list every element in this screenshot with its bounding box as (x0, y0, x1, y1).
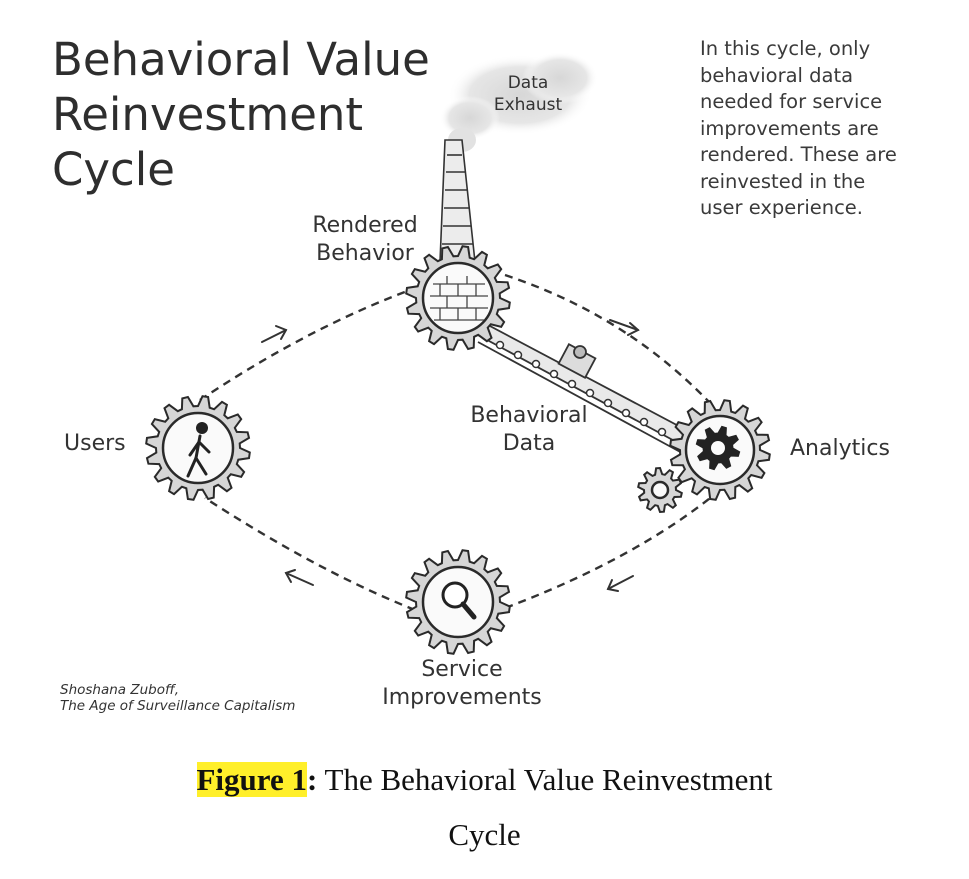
node-label-line: Improvements (382, 685, 542, 710)
cycle-note: In this cycle, only behavioral data need… (700, 36, 940, 222)
users-label: Users (64, 430, 126, 458)
diagram-title: Behavioral Value Reinvestment Cycle (52, 32, 452, 197)
cycle-paths (199, 273, 721, 612)
note-line: reinvested in the (700, 169, 866, 193)
arrow-to-analytics (609, 319, 640, 336)
note-line: rendered. These are (700, 143, 897, 166)
arrow-to-service (606, 575, 634, 592)
conveyor-label-line: Behavioral (470, 403, 588, 428)
credit-line: Shoshana Zuboff, (60, 682, 180, 698)
data-cart-icon (557, 343, 597, 379)
cycle-arrows (261, 319, 640, 592)
service-improvements-label: Service Improvements (372, 656, 552, 712)
node-label-line: Service (421, 657, 503, 682)
arrow-to-users (284, 569, 314, 586)
note-line: improvements are (700, 116, 879, 140)
note-line: user experience. (700, 196, 864, 219)
note-line: In this cycle, only (700, 37, 871, 60)
title-line: Cycle (52, 143, 175, 196)
walking-person-icon (186, 422, 211, 478)
behavioral-data-label: Behavioral Data (464, 402, 594, 458)
figure-label: Figure 1 (196, 762, 307, 797)
rendered-behavior-gear (405, 245, 511, 351)
rendered-behavior-label: Rendered Behavior (300, 212, 430, 268)
source-credit: Shoshana Zuboff, The Age of Surveillance… (60, 682, 295, 714)
data-exhaust-label: Data Exhaust (488, 72, 568, 116)
node-label-line: Analytics (790, 436, 890, 461)
inner-cog-icon (695, 425, 741, 471)
smoke-label-line: Data (507, 73, 549, 93)
node-label-line: Behavior (316, 241, 414, 266)
figure-label-separator: : (307, 762, 318, 797)
conveyor-label-line: Data (502, 431, 556, 456)
magnifier-icon (441, 581, 477, 620)
small-analytics-gear (637, 466, 683, 514)
analytics-label: Analytics (790, 435, 890, 463)
node-label-line: Rendered (312, 213, 418, 238)
note-line: behavioral data (700, 63, 854, 87)
note-line: needed for service (700, 90, 883, 113)
title-line: Behavioral Value (52, 33, 430, 86)
caption-text: The Behavioral Value Reinvestment (324, 762, 773, 797)
arrow-to-rendered (261, 325, 288, 343)
smoke-label-line: Exhaust (493, 95, 563, 115)
figure-caption: Figure 1: The Behavioral Value Reinvestm… (0, 752, 969, 862)
credit-line: The Age of Surveillance Capitalism (60, 698, 296, 714)
cycle-diagram (145, 52, 771, 655)
title-line: Reinvestment (52, 88, 364, 141)
caption-line-2: Cycle (448, 817, 521, 852)
caption-line-1: Figure 1: The Behavioral Value Reinvestm… (0, 752, 969, 807)
brick-wall-icon (430, 276, 488, 321)
node-label-line: Users (64, 431, 126, 456)
